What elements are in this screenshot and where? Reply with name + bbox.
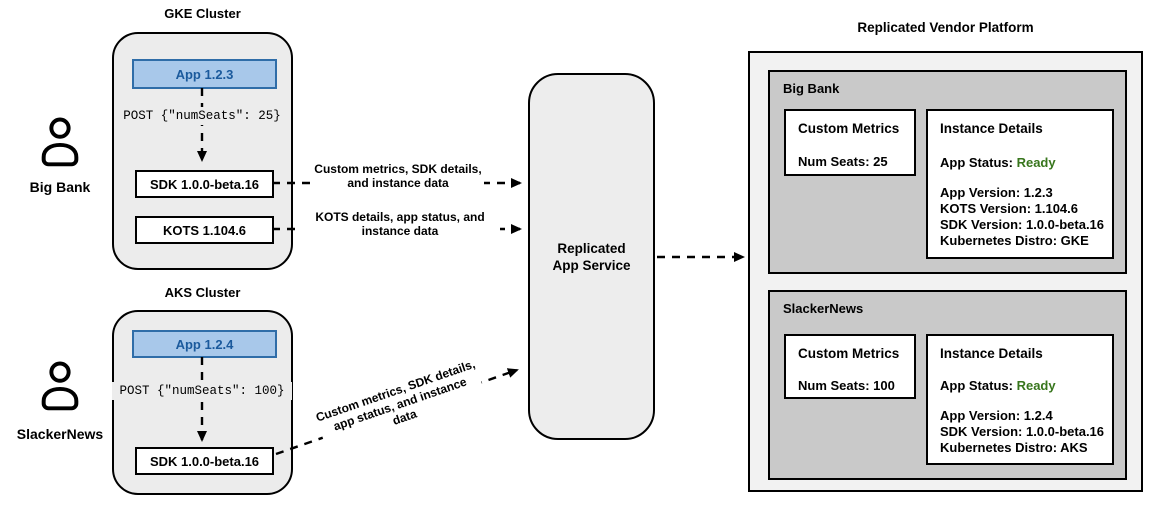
replicated-app-service-box: Replicated App Service xyxy=(528,73,655,440)
app-status-label: App Status: xyxy=(940,155,1013,170)
big-bank-custom-metrics-box: Custom Metrics Num Seats: 25 xyxy=(784,109,916,176)
panel-slackernews: SlackerNews Custom Metrics Num Seats: 10… xyxy=(768,290,1127,480)
custom-metrics-title: Custom Metrics xyxy=(798,346,900,361)
gke-kots-box: KOTS 1.104.6 xyxy=(135,216,274,244)
slackernews-num-seats: Num Seats: 100 xyxy=(798,378,895,393)
panel-big-bank: Big Bank Custom Metrics Num Seats: 25 In… xyxy=(768,70,1127,274)
aks-sdk-box: SDK 1.0.0-beta.16 xyxy=(135,447,274,475)
flow-label-sdk-data: Custom metrics, SDK details, and instanc… xyxy=(312,162,484,190)
panel-big-bank-name: Big Bank xyxy=(783,81,840,96)
detail-line: SDK Version: 1.0.0-beta.16 xyxy=(940,217,1105,232)
big-bank-instance-details-box: Instance Details App Status: Ready App V… xyxy=(926,109,1114,259)
gke-app-box: App 1.2.3 xyxy=(132,59,277,89)
vendor-platform-container: Big Bank Custom Metrics Num Seats: 25 In… xyxy=(748,51,1143,492)
aks-app-box: App 1.2.4 xyxy=(132,330,277,358)
aks-cluster-title: AKS Cluster xyxy=(164,285,241,300)
gke-cluster-title: GKE Cluster xyxy=(164,6,241,21)
detail-line: KOTS Version: 1.104.6 xyxy=(940,201,1079,216)
panel-slackernews-name: SlackerNews xyxy=(783,301,864,316)
detail-line: App Version: 1.2.3 xyxy=(940,185,1053,200)
big-bank-version-lines: App Version: 1.2.3 KOTS Version: 1.104.6… xyxy=(940,185,1104,249)
instance-details-title: Instance Details xyxy=(940,121,1043,136)
slackernews-instance-details-box: Instance Details App Status: Ready App V… xyxy=(926,334,1114,465)
actor-label-big-bank: Big Bank xyxy=(29,179,91,195)
detail-line: App Version: 1.2.4 xyxy=(940,408,1053,423)
aks-cluster-container: App 1.2.4 SDK 1.0.0-beta.16 xyxy=(112,310,293,495)
gke-post-numseats-label: POST {"numSeats": 25} xyxy=(116,107,288,125)
flow-label-kots-data: KOTS details, app status, and instance d… xyxy=(300,210,500,238)
flow-label-combined-data: Custom metrics, SDK details, app status,… xyxy=(313,356,487,452)
app-status-value: Ready xyxy=(1016,155,1056,170)
person-icon xyxy=(41,361,79,411)
detail-line: Kubernetes Distro: GKE xyxy=(940,233,1089,248)
app-status-label: App Status: xyxy=(940,378,1013,393)
detail-line: SDK Version: 1.0.0-beta.16 xyxy=(940,424,1105,439)
instance-details-title: Instance Details xyxy=(940,346,1043,361)
big-bank-num-seats: Num Seats: 25 xyxy=(798,154,888,169)
app-status-value: Ready xyxy=(1016,378,1056,393)
gke-sdk-box: SDK 1.0.0-beta.16 xyxy=(135,170,274,198)
slackernews-version-lines: App Version: 1.2.4 SDK Version: 1.0.0-be… xyxy=(940,408,1104,456)
slackernews-app-status: App Status: Ready xyxy=(940,378,1056,393)
slackernews-custom-metrics-box: Custom Metrics Num Seats: 100 xyxy=(784,334,916,399)
detail-line: Kubernetes Distro: AKS xyxy=(940,440,1088,455)
custom-metrics-title: Custom Metrics xyxy=(798,121,900,136)
person-icon xyxy=(41,117,79,167)
actor-label-slackernews: SlackerNews xyxy=(16,426,104,442)
replicated-app-service-label: Replicated App Service xyxy=(552,240,631,273)
gke-cluster-container: App 1.2.3 SDK 1.0.0-beta.16 KOTS 1.104.6 xyxy=(112,32,293,270)
big-bank-app-status: App Status: Ready xyxy=(940,155,1056,170)
vendor-platform-title: Replicated Vendor Platform xyxy=(857,20,1034,35)
aks-post-numseats-label: POST {"numSeats": 100} xyxy=(112,382,292,400)
